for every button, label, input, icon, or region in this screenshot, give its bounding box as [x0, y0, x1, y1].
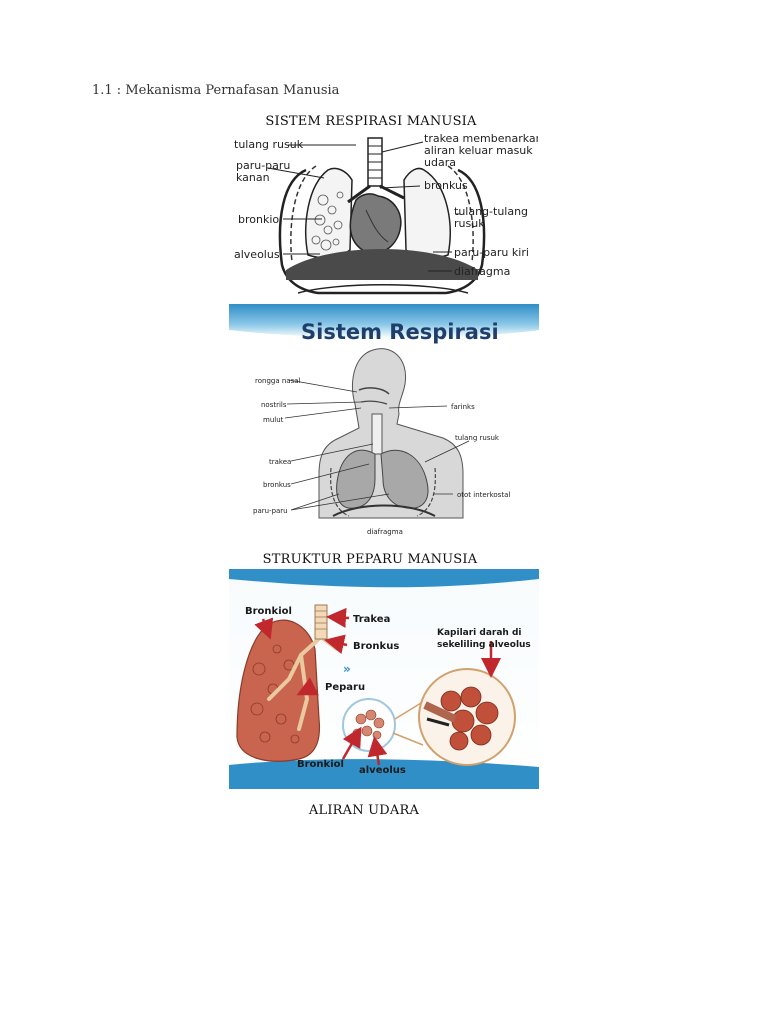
label-rongga-nasal: rongga nasal	[255, 377, 301, 385]
label-bronkus: bronkus	[424, 179, 468, 192]
label-tulang-rusuk-2: tulang rusuk	[455, 434, 500, 442]
label-paru-paru: paru-paru	[253, 507, 288, 515]
label-tulang-tulang-1: tulang-tulang	[454, 205, 528, 218]
label-trakea-2: aliran keluar masuk	[424, 144, 533, 157]
label-diafragma: diafragma	[454, 265, 510, 278]
label-trakea-3: Trakea	[353, 614, 390, 625]
label-alveolus-3: alveolus	[359, 765, 406, 776]
figure2-title: Sistem Respirasi	[301, 320, 499, 344]
label-nostrils: nostrils	[261, 401, 287, 409]
label-bronkus-2: bronkus	[263, 481, 291, 489]
label-diafragma-2: diafragma	[367, 528, 403, 536]
label-trakea-3: udara	[424, 156, 456, 169]
label-trakea-2: trakea	[269, 458, 291, 466]
figure1-caption: SISTEM RESPIRASI MANUSIA	[265, 114, 477, 129]
label-peparu: Peparu	[325, 682, 365, 693]
aliran-udara-caption: ALIRAN UDARA	[308, 803, 420, 818]
label-tulang-tulang-2: rusuk	[454, 217, 485, 230]
label-bronkus-3: Bronkus	[353, 641, 399, 652]
figure3-caption: STRUKTUR PEPARU MANUSIA	[262, 552, 478, 567]
respiratory-system-image: Sistem Respirasi rongga nasal no	[229, 304, 539, 540]
label-bronkiol: bronkiol	[238, 213, 282, 226]
label-kapilari-2: sekeliling alveolus	[437, 640, 531, 650]
lung-structure-image: » Bronkiol Trakea Bronkus	[229, 569, 539, 789]
label-alveolus: alveolus	[234, 248, 280, 261]
respiratory-diagram: tulang rusuk paru-paru kanan bronkiol al…	[234, 132, 538, 295]
label-paru-kanan-1: paru-paru	[236, 159, 290, 172]
chevron-double-icon: »	[343, 662, 351, 676]
label-farinks: farinks	[451, 403, 475, 411]
label-trakea-1: trakea membenarkan	[424, 132, 538, 145]
label-kapilari-1: Kapilari darah di	[437, 628, 522, 638]
label-otot-interkostal: otot interkostal	[457, 491, 510, 499]
section-heading: 1.1 : Mekanisma Pernafasan Manusia	[92, 83, 340, 98]
label-tulang-rusuk: tulang rusuk	[234, 138, 304, 151]
label-bronkiol-top: Bronkiol	[245, 606, 292, 617]
figure1-diagram: tulang rusuk paru-paru kanan bronkiol al…	[228, 130, 538, 300]
label-paru-kiri: paru-paru kiri	[454, 246, 529, 259]
label-paru-kanan-2: kanan	[236, 171, 270, 184]
label-mulut: mulut	[263, 416, 284, 424]
label-bronkiol-bottom: Bronkiol	[297, 759, 344, 770]
figure3-diagram: » Bronkiol Trakea Bronkus	[229, 569, 539, 789]
figure2-diagram: Sistem Respirasi rongga nasal no	[229, 304, 539, 540]
